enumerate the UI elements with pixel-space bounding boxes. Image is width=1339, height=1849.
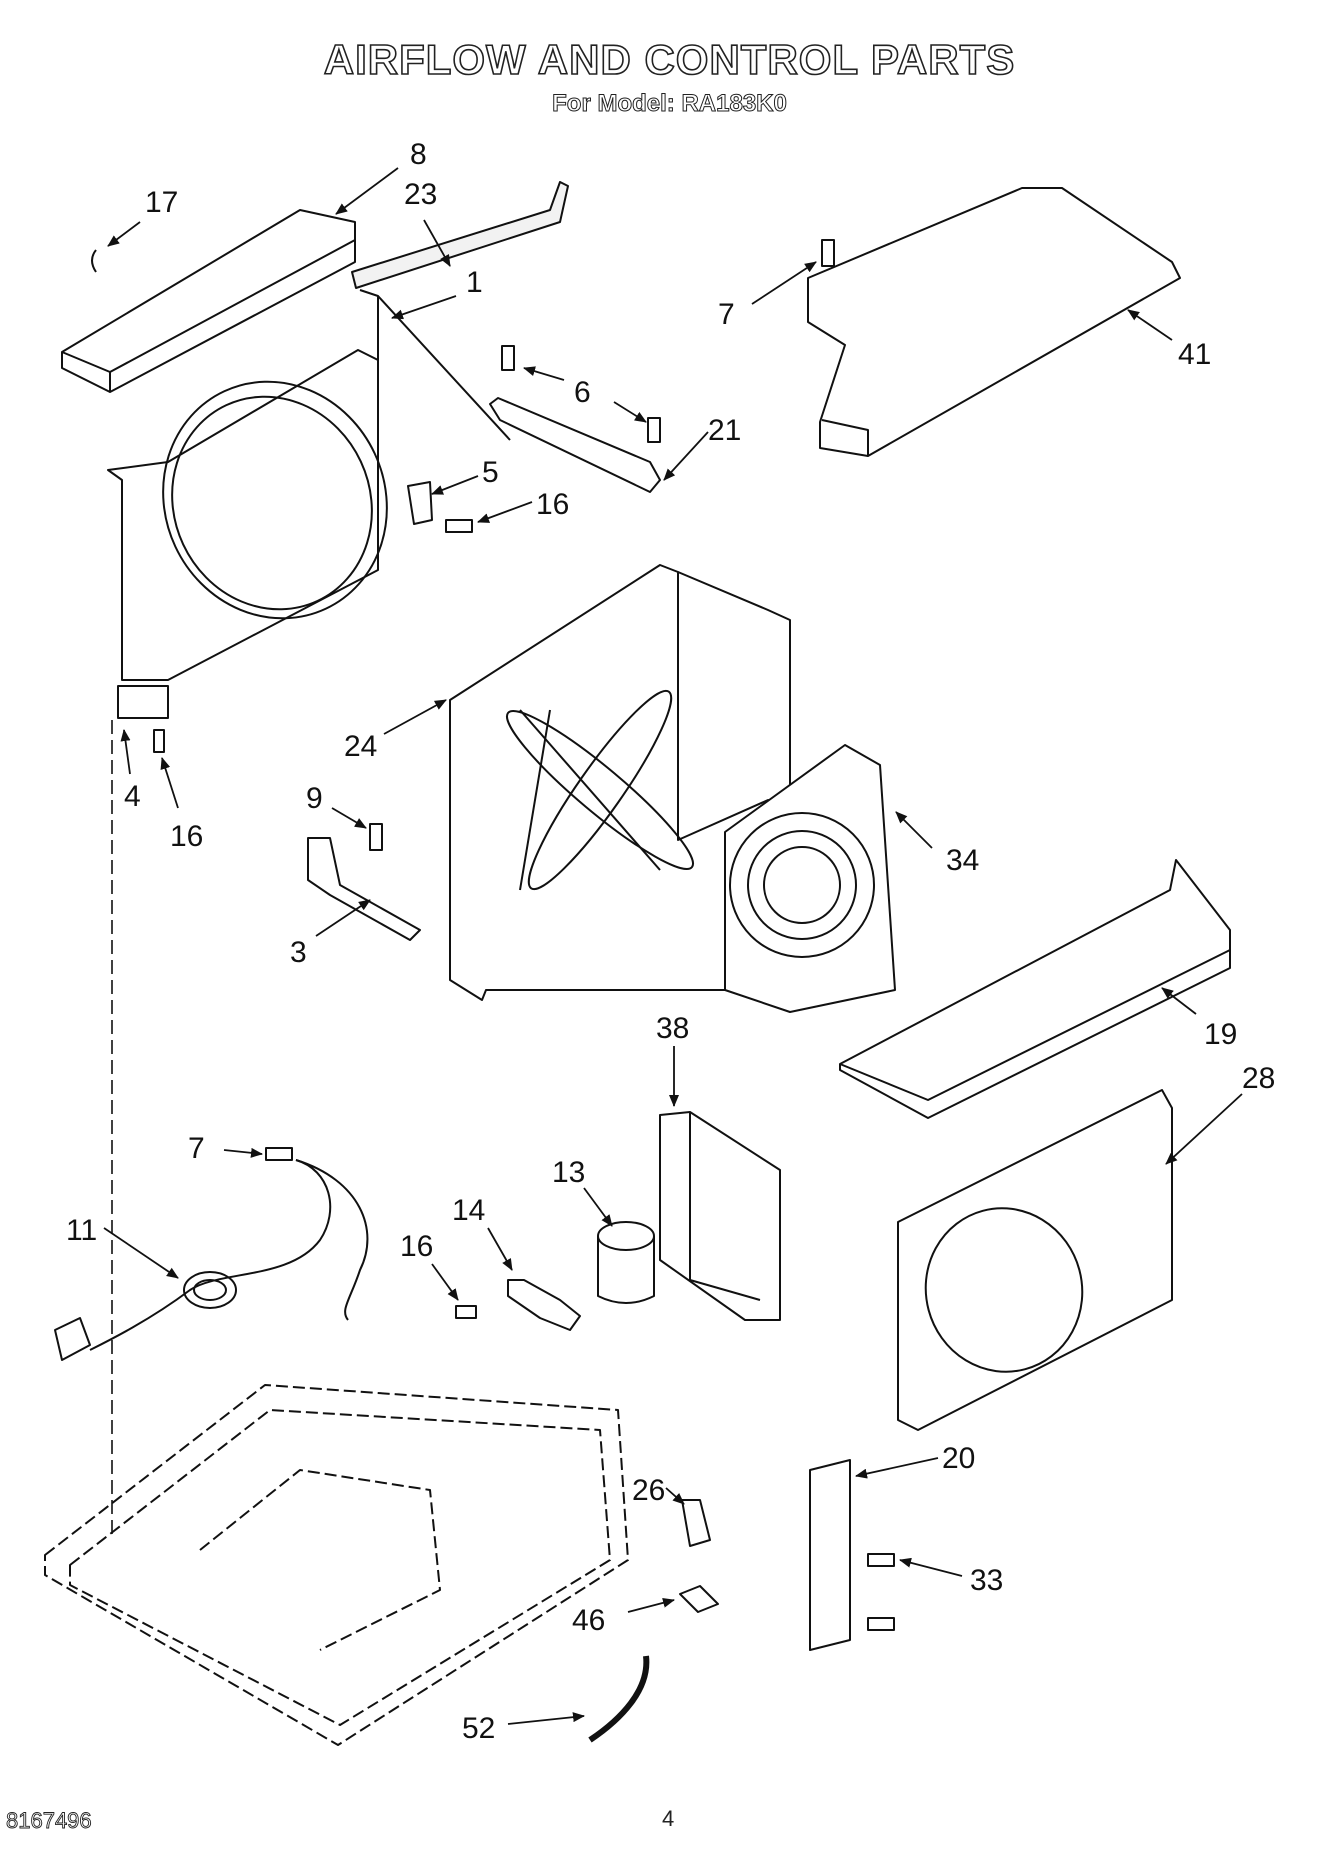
- part-base-pan: [44, 1384, 629, 1746]
- callout-11: 11: [66, 1214, 97, 1247]
- leader-34: [895, 811, 933, 849]
- part-6-screw-a: [501, 345, 515, 371]
- part-20-control-plate: [809, 1459, 851, 1651]
- part-4-bracket: [117, 685, 169, 719]
- leader-24: [383, 699, 447, 735]
- leader-19: [1161, 987, 1197, 1015]
- part-3-bracket: [307, 837, 421, 941]
- part-6-screw-b: [647, 417, 661, 443]
- callout-7b: 7: [188, 1132, 205, 1165]
- part-13-capacitor: [597, 1221, 655, 1304]
- callout-28: 28: [1242, 1062, 1275, 1095]
- leader-8: [335, 167, 399, 215]
- callout-46: 46: [572, 1604, 605, 1637]
- leader-3: [315, 899, 371, 937]
- leader-6a: [523, 366, 565, 381]
- callout-7a: 7: [718, 298, 735, 331]
- part-1-shroud: [107, 289, 511, 681]
- callout-21: 21: [708, 414, 741, 447]
- leader-16c: [431, 1263, 459, 1301]
- callout-16b: 16: [170, 820, 203, 853]
- part-52-tube: [588, 1655, 650, 1743]
- leader-20: [855, 1457, 939, 1479]
- callout-20: 20: [942, 1442, 975, 1475]
- leader-21: [663, 431, 709, 481]
- callout-9: 9: [306, 782, 323, 815]
- leader-13: [583, 1187, 613, 1227]
- page-title: AIRFLOW AND CONTROL PARTS: [323, 35, 1016, 84]
- leader-16b: [160, 757, 179, 809]
- leader-9: [331, 807, 367, 829]
- callout-6: 6: [574, 376, 591, 409]
- part-28-front-panel: [897, 1089, 1173, 1431]
- callout-14: 14: [452, 1194, 485, 1227]
- leader-11: [103, 1227, 179, 1279]
- part-16-screw-c: [455, 1305, 477, 1319]
- leader-4: [120, 729, 131, 775]
- part-33-screw-a: [867, 1553, 895, 1567]
- part-46-thermostat: [679, 1585, 719, 1613]
- callout-26: 26: [632, 1474, 665, 1507]
- leader-14: [487, 1227, 513, 1271]
- leader-46: [627, 1597, 675, 1613]
- callout-24: 24: [344, 730, 377, 763]
- leader-26: [665, 1487, 685, 1505]
- leader-17: [107, 221, 141, 247]
- callout-23: 23: [404, 178, 437, 211]
- callout-5: 5: [482, 456, 499, 489]
- part-17-clip: [91, 249, 97, 273]
- callout-16a: 16: [536, 488, 569, 521]
- part-7-screw-a: [821, 239, 835, 267]
- part-21-brace: [489, 397, 661, 493]
- leader-33: [899, 1557, 963, 1577]
- callout-13: 13: [552, 1156, 585, 1189]
- leader-6b: [613, 401, 647, 423]
- leader-1: [391, 295, 457, 320]
- part-41-top-panel: [807, 187, 1181, 457]
- part-16-screw-b: [445, 519, 473, 533]
- part-8-shroud-top: [61, 209, 356, 393]
- leader-23: [423, 219, 451, 267]
- leader-5: [431, 475, 479, 495]
- leader-16a: [477, 501, 533, 523]
- part-14-strap: [507, 1279, 581, 1331]
- callout-41: 41: [1178, 338, 1211, 371]
- callout-3: 3: [290, 936, 307, 969]
- part-16-screw-a: [153, 729, 165, 753]
- callout-19: 19: [1204, 1018, 1237, 1051]
- document-number: 8167496: [6, 1808, 93, 1834]
- part-9-screw: [369, 823, 383, 851]
- part-26-switch: [681, 1499, 711, 1547]
- callout-33: 33: [970, 1564, 1003, 1597]
- part-38-control-bracket: [659, 1111, 781, 1321]
- part-24-partition: [449, 564, 791, 1001]
- part-23-seal-strip: [351, 181, 569, 289]
- callout-8: 8: [410, 138, 427, 171]
- callout-52: 52: [462, 1712, 495, 1745]
- callout-1: 1: [466, 266, 483, 299]
- part-11-power-cord: [54, 1159, 369, 1361]
- callout-16c: 16: [400, 1230, 433, 1263]
- leader-7b: [223, 1147, 263, 1158]
- leader-41: [1127, 309, 1173, 341]
- callout-34: 34: [946, 844, 979, 877]
- leader-52: [507, 1712, 585, 1725]
- model-subtitle: For Model: RA183K0: [552, 90, 788, 118]
- leader-28: [1165, 1093, 1243, 1165]
- callout-17: 17: [145, 186, 178, 219]
- part-34-blower-scroll: [724, 744, 896, 1013]
- part-5-clip: [407, 481, 433, 525]
- callout-4: 4: [124, 780, 141, 813]
- part-19-support: [839, 859, 1231, 1119]
- part-7-screw-b: [265, 1147, 293, 1161]
- page-number: 4: [662, 1806, 675, 1831]
- leader-7a: [751, 261, 817, 305]
- callout-38: 38: [656, 1012, 689, 1045]
- part-33-screw-b: [867, 1617, 895, 1631]
